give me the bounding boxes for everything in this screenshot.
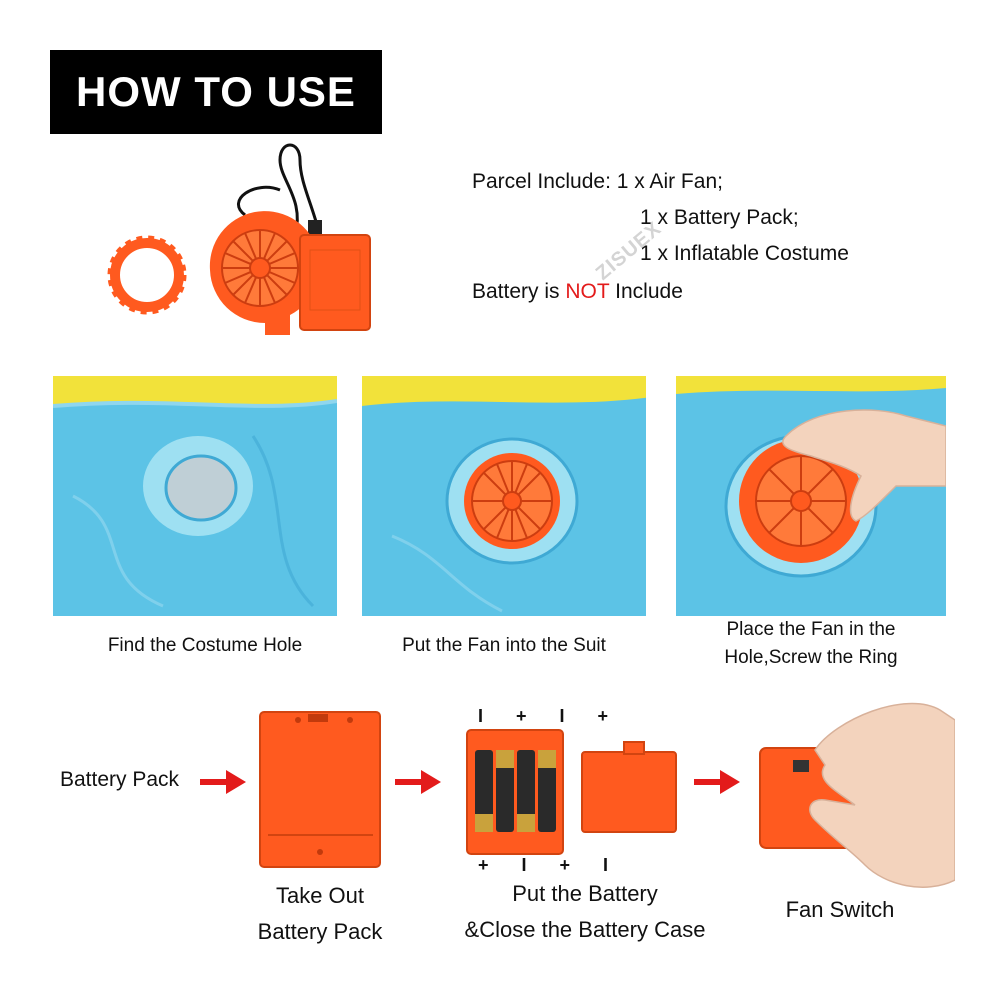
product-illustration	[107, 143, 371, 335]
open-battery-case-photo	[466, 729, 564, 855]
page-title: HOW TO USE	[76, 68, 356, 115]
step-photo-put-fan	[362, 376, 646, 616]
battery-pack-photo	[259, 711, 381, 868]
caption-take-out-line1: Take Out	[275, 883, 365, 908]
battery-note-highlight: NOT	[565, 280, 610, 303]
caption-find-hole: Find the Costume Hole	[107, 635, 303, 656]
parcel-battery-pack-line: 1 x Battery Pack;	[640, 206, 799, 229]
battery-box	[299, 234, 371, 331]
polarity-bottom: + I + I	[478, 855, 623, 875]
aa-batteries	[475, 750, 556, 832]
caption-screw-ring: Place the Fan in the Hole,Screw the Ring	[670, 616, 952, 672]
caption-put-fan: Put the Fan into the Suit	[402, 635, 606, 656]
caption-put-battery-line1: Put the Battery	[512, 881, 658, 906]
title-banner: HOW TO USE	[50, 50, 382, 134]
air-fan	[209, 211, 320, 335]
arrow-right-icon-3	[694, 770, 740, 794]
caption-take-out-line2: Battery Pack	[257, 919, 383, 944]
caption-screw-ring-line1: Place the Fan in the	[726, 619, 896, 640]
arrow-right-icon	[200, 770, 246, 794]
caption-take-out: Take Out Battery Pack	[220, 878, 420, 950]
fan-switch-photo	[759, 702, 955, 888]
battery-case-lid-photo	[581, 741, 677, 833]
caption-fan-switch: Fan Switch	[785, 897, 895, 922]
step-photo-find-hole	[53, 376, 337, 616]
parcel-costume-line: 1 x Inflatable Costume	[640, 242, 849, 265]
arrow-right-icon-2	[395, 770, 441, 794]
battery-note-suffix: Include	[615, 280, 683, 303]
caption-put-battery-line2: &Close the Battery Case	[464, 917, 706, 942]
step-photo-screw-ring	[676, 376, 960, 616]
polarity-top: I + I +	[478, 706, 623, 726]
battery-note-prefix: Battery is	[472, 280, 560, 303]
caption-put-battery: Put the Battery &Close the Battery Case	[440, 876, 730, 948]
fan-ring	[107, 235, 187, 315]
battery-note: Battery is NOT Include	[472, 280, 683, 304]
power-switch-icon	[793, 760, 809, 772]
battery-pack-label: Battery Pack	[60, 768, 180, 791]
caption-screw-ring-line2: Hole,Screw the Ring	[724, 647, 898, 668]
parcel-include-line: Parcel Include: 1 x Air Fan;	[472, 170, 723, 193]
